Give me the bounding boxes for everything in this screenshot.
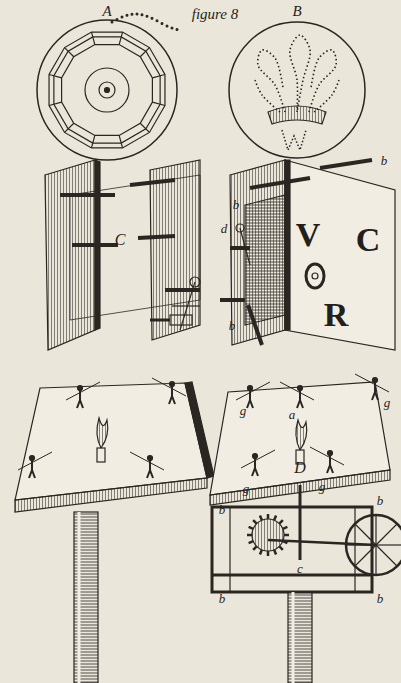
frame-c xyxy=(45,160,200,350)
callout-letter: a xyxy=(289,408,296,421)
callout-letter: b xyxy=(377,494,384,507)
callout-letter: B xyxy=(292,4,301,19)
pikemen xyxy=(18,374,389,478)
callout-letter: b xyxy=(229,319,236,332)
disc-a xyxy=(37,20,177,160)
callout-letter: b xyxy=(377,592,384,605)
monogram-letter: V xyxy=(296,218,321,252)
feathers-dots xyxy=(255,35,339,112)
dodecagon-wheel xyxy=(49,32,165,148)
callout-letter: b xyxy=(381,154,388,167)
callout-letter: C xyxy=(115,232,126,248)
figure-title: figure 8 xyxy=(192,6,239,23)
stand-left xyxy=(15,382,214,683)
callout-letter: b xyxy=(219,503,226,516)
callout-letter: g xyxy=(240,404,247,417)
monogram-letter: R xyxy=(324,298,349,332)
disc-b xyxy=(229,22,365,158)
callout-letter: A xyxy=(102,4,111,19)
callout-letter: g xyxy=(384,396,391,409)
callout-letter: b xyxy=(233,198,240,211)
callout-letter: b xyxy=(219,592,226,605)
frame-with-monogram xyxy=(220,160,395,350)
crown xyxy=(268,106,326,124)
stand-right-with-gear xyxy=(210,382,401,683)
callout-letter: D xyxy=(294,460,306,476)
callout-letter: d xyxy=(221,222,228,235)
callout-letter: c xyxy=(297,562,303,575)
monogram-letter: C xyxy=(356,223,381,257)
callout-letter: g xyxy=(319,480,326,493)
w-dots xyxy=(282,130,306,150)
callout-letter: g xyxy=(243,482,250,495)
